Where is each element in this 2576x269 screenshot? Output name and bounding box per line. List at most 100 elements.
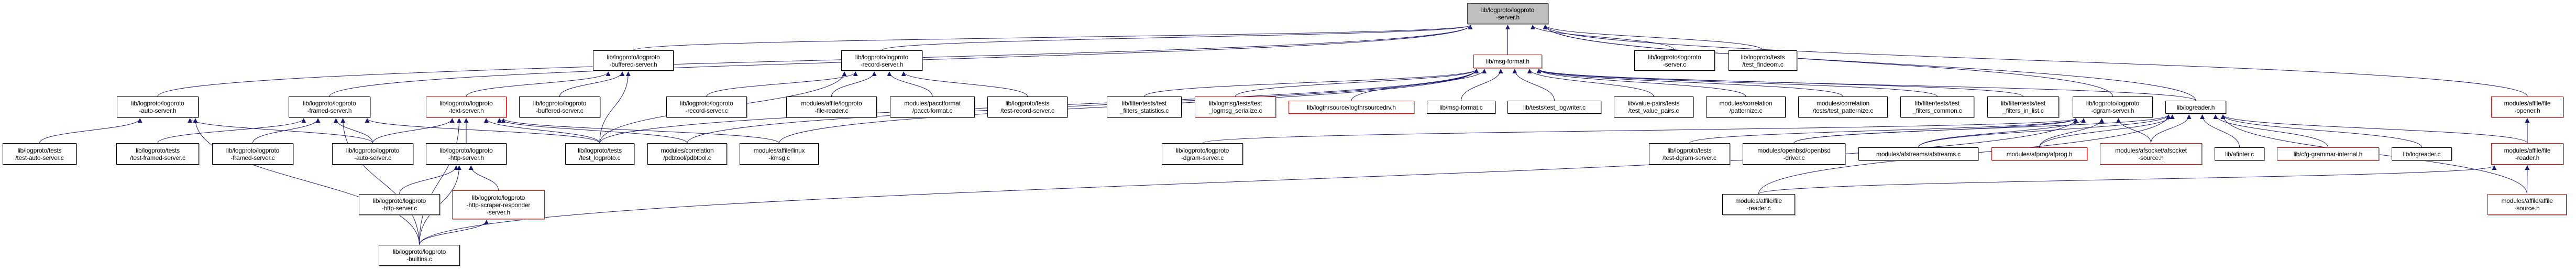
- graph-node-afprog[interactable]: modules/afprog/afprog.h: [1991, 147, 2087, 160]
- node-label-line: -text-server.h: [448, 107, 484, 114]
- graph-node-test-auto[interactable]: lib/logproto/tests/test-auto-server.c: [3, 143, 76, 165]
- graph-node-buffered-c[interactable]: lib/logproto/logproto-buffered-server.c: [519, 96, 600, 117]
- node-label-line: lib/logproto/logproto: [1648, 53, 1701, 61]
- graph-node-framed-c[interactable]: lib/logproto/logproto-framed-server.c: [212, 143, 293, 165]
- edge-buffered_h-to-server_h: [633, 25, 1472, 51]
- graph-node-buffered-h[interactable]: lib/logproto/logproto-buffered-server.h: [593, 50, 674, 71]
- graph-node-kmsg[interactable]: modules/affile/linux-kmsg.c: [740, 143, 819, 165]
- node-label-line: /test-auto-server.c: [15, 154, 64, 162]
- graph-node-logreader-c[interactable]: lib/logreader.c: [2392, 147, 2452, 160]
- node-label-line: /test-dgram-server.c: [1663, 154, 1716, 162]
- graph-node-openbsd[interactable]: modules/openbsd/openbsd-driver.c: [1743, 143, 1845, 165]
- node-label-line: -source.h: [2514, 205, 2540, 212]
- node-label-line: lib/logproto/logproto: [1481, 6, 1535, 14]
- graph-node-file-opener[interactable]: modules/affile/file-opener.h: [2491, 96, 2563, 117]
- node-label-line: modules/afprog/afprog.h: [2006, 150, 2073, 158]
- graph-node-http-c[interactable]: lib/logproto/logproto-http-server.c: [359, 194, 440, 215]
- graph-node-record-h[interactable]: lib/logproto/logproto-record-server.h: [841, 50, 922, 71]
- node-label-line: -builtins.c: [406, 255, 432, 263]
- graph-node-test-logproto[interactable]: lib/logproto/tests/test_logproto.c: [565, 143, 634, 165]
- node-label-line: modules/correlation: [660, 146, 714, 154]
- edge-file_opener-to-server_h: [1543, 25, 2528, 97]
- node-label-line: lib/logthrsource/logthrsourcedrv.h: [1307, 103, 1396, 111]
- graph-node-http-h[interactable]: lib/logproto/logproto-http-server.h: [426, 143, 507, 165]
- graph-node-patternize[interactable]: modules/correlation/patternize.c: [1706, 96, 1786, 117]
- graph-node-afinter[interactable]: lib/afinter.c: [2215, 147, 2264, 160]
- graph-node-test-framed[interactable]: lib/logproto/tests/test-framed-server.c: [116, 143, 199, 165]
- graph-node-builtins[interactable]: lib/logproto/logproto-builtins.c: [379, 245, 460, 266]
- graph-node-tf-common[interactable]: lib/filter/tests/test_filters_common.c: [1900, 96, 1974, 117]
- node-label-line: -file-reader.c: [814, 107, 849, 114]
- node-label-line: -server.c: [1663, 60, 1687, 68]
- node-label-line: modules/affile/logproto: [801, 100, 862, 107]
- edge-test_logproto-to-text_h: [483, 118, 600, 144]
- graph-node-auto-h[interactable]: lib/logproto/logproto-auto-server.h: [117, 96, 199, 117]
- graph-node-dgram-c[interactable]: lib/logproto/logproto-dgram-server.c: [1162, 143, 1243, 165]
- node-label-line: lib/logproto/logproto: [471, 193, 525, 201]
- node-label-line: lib/logproto/logproto: [303, 100, 356, 107]
- graph-node-scraper[interactable]: lib/logproto/logproto-http-scraper-respo…: [452, 190, 545, 219]
- graph-node-tf-stats[interactable]: lib/filter/tests/test_filters_statistics…: [1107, 96, 1182, 117]
- node-label-line: _filters_in_list.c: [2002, 107, 2044, 114]
- node-label-line: -server.h: [1496, 14, 1520, 21]
- node-label-line: -reader.h: [2515, 154, 2540, 162]
- edge-afprog-to-logreader_h: [2039, 114, 2175, 148]
- node-label-line: modules/affile/file: [2504, 100, 2551, 107]
- node-label-line: -http-server.h: [448, 154, 484, 162]
- graph-node-pdbtool[interactable]: modules/correlation/pdbtool/pdbtool.c: [647, 143, 727, 165]
- edge-logmsg_ser-to-msgformat_h: [1235, 69, 1479, 97]
- graph-node-logthrsrc[interactable]: lib/logthrsource/logthrsourcedrv.h: [1289, 101, 1414, 114]
- graph-node-findeom[interactable]: lib/logproto/tests/test_findeom.c: [1729, 50, 1797, 71]
- graph-node-pacct[interactable]: modules/pacctformat/pacct-format.c: [890, 96, 975, 117]
- graph-node-tf-inlist[interactable]: lib/filter/tests/test_filters_in_list.c: [1987, 96, 2059, 117]
- graph-node-text-h[interactable]: lib/logproto/logproto-text-server.h: [426, 96, 507, 117]
- node-label-line: _filters_common.c: [1912, 107, 1962, 114]
- graph-node-logmsg-ser[interactable]: lib/logmsg/tests/test_logmsg_serialize.c: [1195, 96, 1276, 117]
- edge-pacct-to-record_h: [887, 71, 933, 97]
- graph-node-record-c[interactable]: lib/logproto/logproto-record-server.c: [666, 96, 747, 117]
- node-label-line: -auto-server.h: [139, 107, 177, 114]
- node-label-line: lib/logproto/logproto: [439, 146, 493, 154]
- edge-cfg_grammar-to-logreader_h: [2213, 114, 2328, 148]
- edge-pdbtool-to-msgformat_h: [687, 69, 1479, 144]
- edge-afprog-to-dgram_h: [2039, 118, 2104, 148]
- graph-node-msgformat-c[interactable]: lib/msg-format.c: [1427, 101, 1495, 114]
- graph-node-test-logwriter[interactable]: lib/tests/test_logwriter.c: [1507, 101, 1601, 114]
- graph-node-auto-c[interactable]: lib/logproto/logproto-auto-server.c: [332, 143, 413, 165]
- node-label-line: lib/logproto/tests: [1005, 100, 1050, 107]
- graph-node-file-reader-h[interactable]: modules/affile/file-reader.h: [2491, 143, 2563, 165]
- graph-node-msgformat-h[interactable]: lib/msg-format.h: [1473, 55, 1542, 68]
- edge-test_dgram-to-dgram_h: [1689, 118, 2078, 144]
- graph-node-server-c[interactable]: lib/logproto/logproto-server.c: [1634, 50, 1715, 71]
- graph-node-test-dgram[interactable]: lib/logproto/tests/test-dgram-server.c: [1649, 143, 1730, 165]
- node-label-line: lib/filter/tests/test: [1121, 100, 1167, 107]
- graph-node-lp-file-reader-c[interactable]: modules/affile/logproto-file-reader.c: [786, 96, 877, 117]
- graph-node-test-patternize[interactable]: modules/correlation/tests/test_patterniz…: [1798, 96, 1888, 117]
- edge-openbsd-to-dgram_h: [1793, 118, 2078, 144]
- edge-file_reader_h-to-logreader_h: [2220, 114, 2528, 144]
- graph-node-logreader-h[interactable]: lib/logreader.h: [2165, 101, 2226, 114]
- node-label-line: -auto-server.c: [354, 154, 391, 162]
- edge-afinter-to-logreader_h: [2200, 114, 2240, 148]
- graph-node-afsocket[interactable]: modules/afsocket/afsocket-source.h: [2100, 143, 2202, 165]
- node-label-line: lib/cfg-grammar-internal.h: [2293, 150, 2363, 158]
- node-label-line: lib/logreader.c: [2403, 150, 2441, 158]
- node-label-line: lib/logproto/logproto: [392, 248, 446, 255]
- graph-node-afstreams[interactable]: modules/afstreams/afstreams.c: [1858, 147, 1978, 160]
- graph-node-value-pairs[interactable]: lib/value-pairs/tests/test_value_pairs.c: [1614, 96, 1693, 117]
- node-label-line: lib/logproto/logproto: [1175, 146, 1229, 154]
- node-label-line: lib/logproto/logproto: [2086, 100, 2140, 107]
- node-label-line: lib/afinter.c: [2225, 150, 2254, 158]
- graph-node-affile-source[interactable]: modules/affile/affile-source.h: [2487, 194, 2567, 215]
- graph-node-server-h[interactable]: lib/logproto/logproto-server.h: [1467, 3, 1548, 24]
- graph-node-cfg-grammar[interactable]: lib/cfg-grammar-internal.h: [2277, 147, 2379, 160]
- edge-lp_file_reader_c-to-record_h: [831, 71, 877, 97]
- graph-node-dgram-h[interactable]: lib/logproto/logproto-dgram-server.h: [2073, 96, 2153, 117]
- edge-auto_c-to-auto_h: [188, 118, 373, 144]
- edge-tf_stats-to-msgformat_h: [1144, 69, 1479, 97]
- graph-node-framed-h[interactable]: lib/logproto/logproto-framed-server.h: [289, 96, 370, 117]
- node-label-line: /test-framed-server.c: [130, 154, 185, 162]
- node-label-line: lib/filter/tests/test: [1914, 100, 1960, 107]
- graph-node-test-record[interactable]: lib/logproto/tests/test-record-server.c: [987, 96, 1067, 117]
- graph-node-file-reader-c[interactable]: modules/affile/file-reader.c: [1722, 194, 1795, 215]
